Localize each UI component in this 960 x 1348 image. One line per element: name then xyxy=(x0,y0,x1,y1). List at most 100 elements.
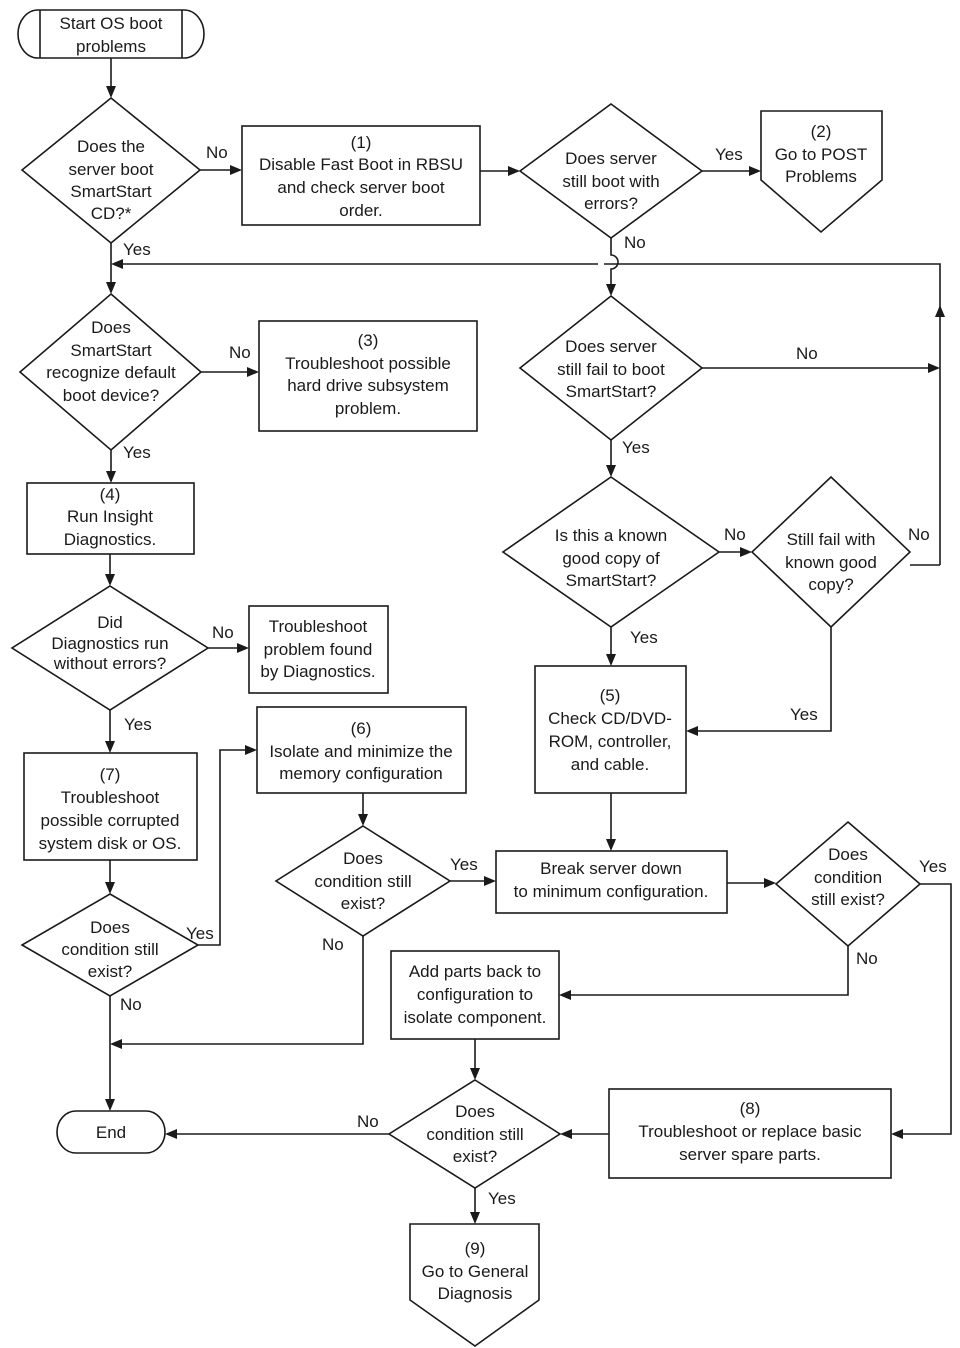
arrowhead xyxy=(110,1039,122,1049)
decision-text: condition still xyxy=(426,1125,523,1144)
decision-text: condition still xyxy=(314,872,411,891)
step-4-text: (4) xyxy=(100,485,121,504)
arrowhead xyxy=(560,1129,572,1139)
step-8-text: Troubleshoot or replace basic xyxy=(638,1122,862,1141)
decision-condition-exists-os: Does condition still exist? xyxy=(20,893,200,997)
edge-label-no: No xyxy=(206,143,228,162)
arrowhead xyxy=(247,367,259,377)
step-5-text: ROM, controller, xyxy=(549,732,672,751)
decision-text: still exist? xyxy=(811,890,885,909)
break-down-text: to minimum configuration. xyxy=(514,882,709,901)
decision-text: Diagnostics run xyxy=(51,634,168,653)
edge-label-yes: Yes xyxy=(622,438,650,457)
decision-text: recognize default xyxy=(46,363,176,382)
step-1-text: and check server boot xyxy=(277,178,445,197)
step-2-text: (2) xyxy=(811,122,832,141)
edge-label-yes: Yes xyxy=(488,1189,516,1208)
step-8-text: (8) xyxy=(740,1099,761,1118)
step-6-text: Isolate and minimize the xyxy=(269,742,452,761)
decision-text: exist? xyxy=(341,894,385,913)
step-7-text: Troubleshoot xyxy=(61,788,160,807)
step-1-text: order. xyxy=(339,201,382,220)
decision-text: exist? xyxy=(88,962,132,981)
edge-label-no: No xyxy=(908,525,930,544)
decision-text: condition xyxy=(814,868,882,887)
step-5-text: and cable. xyxy=(571,755,649,774)
arrowhead xyxy=(105,574,115,586)
connectors xyxy=(105,58,952,1224)
connector xyxy=(901,883,952,1135)
troubleshoot-diag-text: Troubleshoot xyxy=(269,617,368,636)
decision-text: errors? xyxy=(584,194,638,213)
decision-text: Still fail with xyxy=(787,530,876,549)
step-4-box: (4) Run Insight Diagnostics. xyxy=(26,482,195,555)
decision-text: SmartStart? xyxy=(566,571,657,590)
decision-text: CD?* xyxy=(91,204,132,223)
step-1-box: (1) Disable Fast Boot in RBSU and check … xyxy=(241,125,481,226)
step-9-text: Diagnosis xyxy=(438,1284,513,1303)
edge-labels: No Yes Yes No No No Yes Yes No No No Yes… xyxy=(120,143,947,1208)
decision-condition-exists-minimum: Does condition still exist? xyxy=(774,820,922,948)
decision-condition-exists-parts: Does condition still exist? xyxy=(387,1079,562,1189)
decision-known-good-copy: Is this a known good copy of SmartStart? xyxy=(501,476,721,628)
arrowhead xyxy=(105,1099,115,1111)
decision-text: SmartStart? xyxy=(566,382,657,401)
edge-label-no: No xyxy=(624,233,646,252)
arrowhead xyxy=(165,1129,177,1139)
decision-boot-smartstart-cd: Does the server boot SmartStart CD?* xyxy=(20,96,202,245)
troubleshoot-diag-text: by Diagnostics. xyxy=(260,662,375,681)
arrowhead xyxy=(105,741,115,753)
edge-label-yes: Yes xyxy=(450,855,478,874)
add-parts-text: configuration to xyxy=(417,985,533,1004)
edge-label-yes: Yes xyxy=(919,857,947,876)
edge-label-yes: Yes xyxy=(123,240,151,259)
step-4-text: Run Insight xyxy=(67,507,153,526)
step-5-box: (5) Check CD/DVD- ROM, controller, and c… xyxy=(534,665,687,794)
edge-label-yes: Yes xyxy=(630,628,658,647)
decision-text: Does server xyxy=(565,149,657,168)
decision-text: Does xyxy=(91,318,131,337)
decision-text: without errors? xyxy=(53,654,166,673)
arrowhead xyxy=(106,282,116,294)
connector xyxy=(198,749,247,946)
step-5-text: (5) xyxy=(600,686,621,705)
arrowhead xyxy=(928,363,940,373)
step-7-box: (7) Troubleshoot possible corrupted syst… xyxy=(23,752,198,861)
add-parts-text: isolate component. xyxy=(404,1008,547,1027)
troubleshoot-diagnostics-box: Troubleshoot problem found by Diagnostic… xyxy=(248,605,389,694)
step-1-text: Disable Fast Boot in RBSU xyxy=(259,155,463,174)
step-3-text: problem. xyxy=(335,399,401,418)
step-6-text: (6) xyxy=(351,719,372,738)
step-8-text: server spare parts. xyxy=(679,1145,821,1164)
arrowhead xyxy=(230,165,242,175)
step-6-box: (6) Isolate and minimize the memory conf… xyxy=(256,706,467,794)
decision-fail-boot-smartstart: Does server still fail to boot SmartStar… xyxy=(518,294,704,442)
arrowhead xyxy=(358,814,368,826)
edge-label-no: No xyxy=(724,525,746,544)
edge-label-yes: Yes xyxy=(715,145,743,164)
step-7-text: system disk or OS. xyxy=(39,834,182,853)
end-node: End xyxy=(56,1110,166,1154)
step-5-text: Check CD/DVD- xyxy=(548,709,672,728)
add-parts-text: Add parts back to xyxy=(409,962,541,981)
start-line-2: problems xyxy=(76,37,146,56)
arrowhead xyxy=(764,878,776,888)
decision-boot-with-errors: Does server still boot with errors? xyxy=(518,103,704,239)
decision-text: Does xyxy=(828,845,868,864)
arrowhead xyxy=(606,839,616,851)
arrowhead xyxy=(106,86,116,98)
step-2-text: Problems xyxy=(785,167,857,186)
edge-label-no: No xyxy=(322,935,344,954)
step-2-text: Go to POST xyxy=(775,145,868,164)
step-8-box: (8) Troubleshoot or replace basic server… xyxy=(608,1088,892,1179)
edge-label-yes: Yes xyxy=(186,924,214,943)
decision-text: exist? xyxy=(453,1147,497,1166)
arrowhead xyxy=(606,284,616,296)
edge-label-no: No xyxy=(357,1112,379,1131)
end-text: End xyxy=(96,1123,126,1142)
decision-text: Is this a known xyxy=(555,526,667,545)
decision-still-fail-known-good: Still fail with known good copy? xyxy=(750,475,912,629)
arrowhead xyxy=(508,166,520,176)
break-down-text: Break server down xyxy=(540,859,682,878)
decision-text: Does xyxy=(90,918,130,937)
